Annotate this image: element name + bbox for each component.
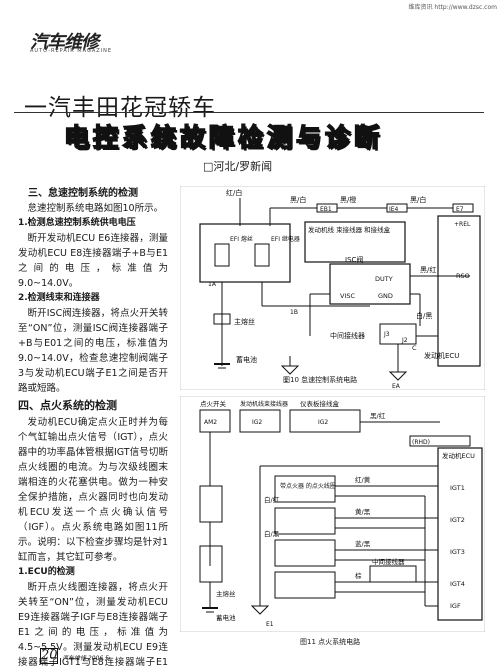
fig10-eb1: EB1 bbox=[320, 206, 332, 213]
figure-10-caption: 图10 怠速控制系统电路 bbox=[283, 376, 358, 384]
fig11-brown: 棕 bbox=[355, 571, 362, 580]
magazine-logo: 汽车维修 bbox=[30, 32, 99, 53]
fig10-label-black-white-2: 黑/白 bbox=[410, 195, 426, 204]
page-number: 20 bbox=[40, 648, 58, 664]
fig11-ig-switch: 点火开关 bbox=[200, 399, 227, 408]
title-band: 一汽丰田花冠轿车 电控系统故障检测与诊断 bbox=[14, 88, 489, 153]
fig10-e1: 1 bbox=[284, 377, 288, 384]
fig10-isc-valve: ISC阀 bbox=[345, 255, 363, 264]
title-rule bbox=[14, 112, 484, 113]
fig11-am2: AM2 bbox=[204, 419, 217, 426]
fig11-main-fuse: 主熔丝 bbox=[216, 589, 236, 598]
fig10-label-red-white: 红/白 bbox=[226, 188, 242, 197]
fig11-rhd: (RHD) bbox=[412, 439, 430, 446]
fig11-black-red: 黑/红 bbox=[370, 411, 386, 420]
fig10-label-black-white: 黑/白 bbox=[290, 195, 306, 204]
section-3-para1: 断开发动机ECU E6连接器，测量发动机ECU E8连接器端子+B与E1之间的电… bbox=[18, 233, 168, 289]
fig10-j3: J3 bbox=[383, 331, 390, 338]
fig11-igt3: IGT3 bbox=[450, 548, 465, 556]
fig10-junction: 中间接线器 bbox=[330, 331, 365, 340]
section-4-para1: 发动机ECU确定点火正时并为每个气缸输出点火信号（IGT），点火器中的功率晶体管… bbox=[18, 417, 168, 563]
fig11-e1: E1 bbox=[266, 621, 274, 628]
section-3-heading: 三、怠速控制系统的检测 bbox=[28, 188, 138, 199]
magazine-tagline: AUTO-REPAIR MAGAZINE bbox=[30, 48, 113, 54]
article-title-line2: 电控系统故障检测与诊断 bbox=[63, 122, 384, 153]
section-3-sub2: 2.检测线束和连接器 bbox=[18, 293, 100, 303]
fig11-white-red: 白/红 bbox=[264, 495, 280, 504]
fig10-visc: VISC bbox=[340, 292, 355, 300]
fig11-coil: 带点火器 的点火线圈 bbox=[280, 482, 336, 490]
fig10-label-black-orange: 黑/橙 bbox=[340, 195, 356, 204]
article-title-line1: 一汽丰田花冠轿车 bbox=[24, 95, 216, 121]
fig10-j2: J2 bbox=[401, 337, 408, 344]
section-3-sub1: 1.检测怠速控制系统供电电压 bbox=[18, 218, 136, 228]
fig10-duty: DUTY bbox=[375, 275, 393, 283]
fig10-ecu: 发动机ECU bbox=[424, 351, 459, 360]
fig11-cable-conn: 发动机线束接线器 bbox=[240, 400, 288, 408]
fig10-efi-fuse: EFI 熔丝 bbox=[230, 235, 253, 243]
fig10-e7: E7 bbox=[456, 206, 464, 213]
fig11-ig2: IG2 bbox=[252, 419, 262, 426]
fig10-battery: 蓄电池 bbox=[236, 355, 257, 364]
fig11-engine-ecu: 发动机ECU bbox=[442, 451, 475, 460]
fig11-battery: 蓄电池 bbox=[216, 613, 236, 622]
watermark: 维库资讯 http://www.dzsc.com bbox=[408, 4, 497, 11]
fig11-white-black: 白/黑 bbox=[264, 529, 280, 538]
fig10-ea: EA bbox=[392, 383, 401, 390]
fig10-ie4: IE4 bbox=[389, 206, 399, 213]
fig10-c: C bbox=[412, 344, 417, 352]
fig10-rel: +REL bbox=[454, 221, 471, 228]
fig10-gnd: GND bbox=[378, 292, 393, 300]
fig11-igt2: IGT2 bbox=[450, 516, 465, 524]
fig10-engine-cable: 发动机线 束接线器 和接线盒 bbox=[308, 225, 391, 234]
fig11-igt4: IGT4 bbox=[450, 580, 465, 588]
fig10-efi-relay: EFI 继电器 bbox=[271, 235, 300, 243]
fig11-junction: 中间接线器 bbox=[372, 557, 405, 566]
footer-issue: 汽车维修 2006.5 bbox=[62, 655, 109, 662]
section-4-heading: 四、点火系统的检测 bbox=[18, 399, 117, 412]
section-3-intro: 怠速控制系统电路如图10所示。 bbox=[27, 203, 164, 214]
section-4-para2: 断开点火线圈连接器，将点火开关转至“ON”位，测量发动机ECU E9连接器端子I… bbox=[18, 582, 168, 668]
figure-11-caption: 图11 点火系统电路 bbox=[300, 638, 361, 646]
fig11-igf: IGF bbox=[450, 602, 461, 610]
fig10-black-red: 黑/红 bbox=[420, 265, 436, 274]
fig10-rso: RSO bbox=[456, 272, 470, 280]
fig11-igt1: IGT1 bbox=[450, 484, 465, 492]
section-3-para2: 断开ISC阀连接器，将点火开关转至“ON”位，测量ISC阀连接器端子+B与E01… bbox=[18, 308, 168, 394]
figure-10-idle-control-circuit: 红/白 黑/白 黑/橙 黑/白 EB1 IE4 E7 +REL EFI 熔丝 E… bbox=[180, 186, 485, 390]
article-author: □河北/罗新闻 bbox=[203, 160, 273, 173]
fig10-1a: 1A bbox=[208, 281, 217, 288]
fig11-ig2-relay: IG2 bbox=[318, 419, 328, 426]
fig11-yellow-black: 黄/黑 bbox=[355, 507, 371, 516]
fig10-1b: 1B bbox=[290, 309, 298, 316]
fig11-instr-conn: 仪表板接线盒 bbox=[300, 399, 340, 408]
fig10-white-black: 白/黑 bbox=[416, 311, 432, 320]
fig10-main-fuse: 主熔丝 bbox=[234, 317, 255, 326]
fig11-red-yellow: 红/黄 bbox=[355, 475, 371, 484]
fig11-blue-black: 蓝/黑 bbox=[355, 539, 371, 548]
body-text-column: 三、怠速控制系统的检测 怠速控制系统电路如图10所示。 1.检测怠速控制系统供电… bbox=[18, 186, 168, 671]
figure-11-ignition-circuit: 点火开关 发动机线束接线器 仪表板接线盒 AM2 IG2 IG2 黑/红 (RH… bbox=[180, 396, 485, 632]
section-4-sub1: 1.ECU的检测 bbox=[18, 567, 75, 577]
